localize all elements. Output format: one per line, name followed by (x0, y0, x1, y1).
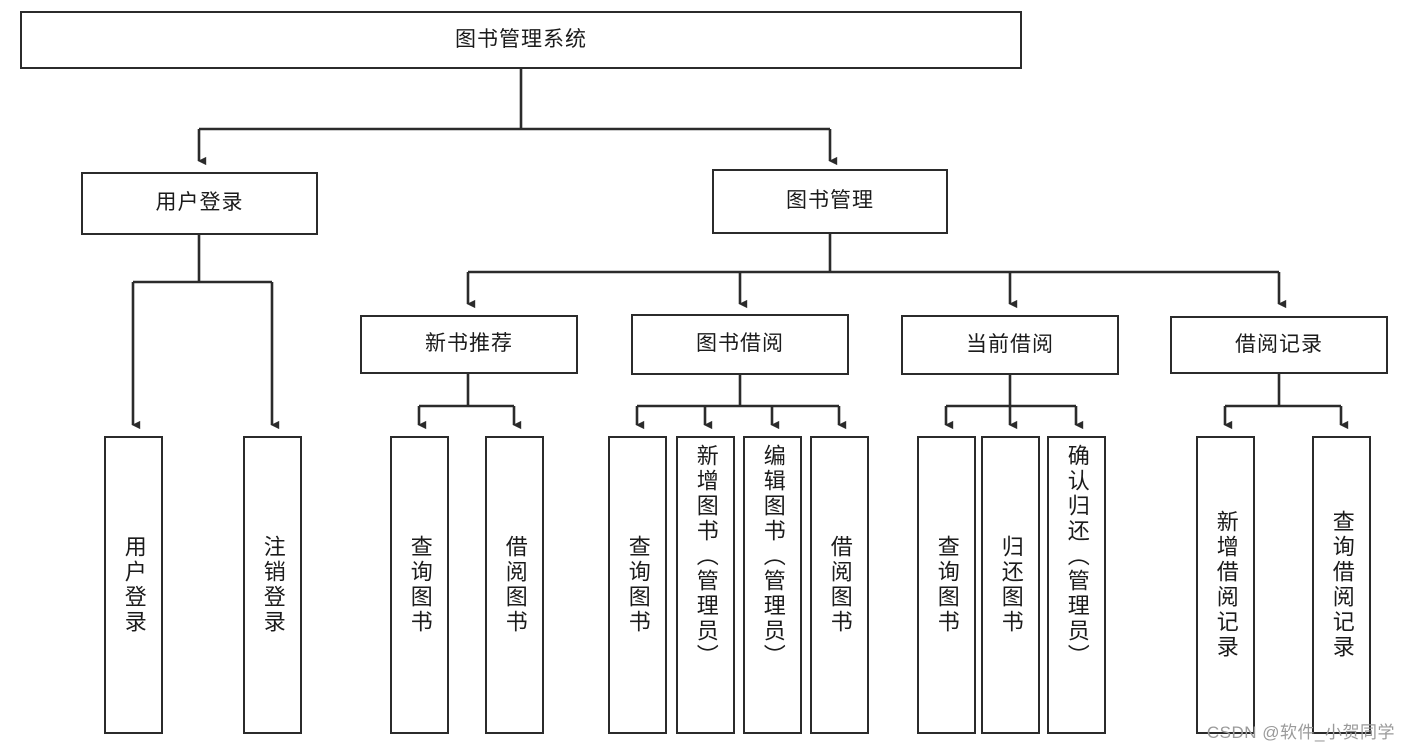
node-book-management[interactable]: 图书管理 (712, 169, 948, 234)
leaf-label: 编辑图书（管理员） (760, 444, 786, 669)
leaf-label: 注销登录 (260, 535, 286, 635)
leaf-user-login-logout[interactable]: 注销登录 (243, 436, 302, 734)
leaf-label: 查询图书 (407, 535, 433, 635)
leaf-book-borrow-query[interactable]: 查询图书 (608, 436, 667, 734)
leaf-user-login-login[interactable]: 用户登录 (104, 436, 163, 734)
node-current-borrow[interactable]: 当前借阅 (901, 315, 1119, 375)
node-label: 当前借阅 (966, 332, 1054, 356)
leaf-current-borrow-return[interactable]: 归还图书 (981, 436, 1040, 734)
node-new-book-recommend[interactable]: 新书推荐 (360, 315, 578, 374)
node-label: 新书推荐 (425, 332, 513, 356)
leaf-label: 查询图书 (625, 535, 651, 635)
leaf-current-borrow-confirm-return[interactable]: 确认归还（管理员） (1047, 436, 1106, 734)
leaf-book-borrow-edit[interactable]: 编辑图书（管理员） (743, 436, 802, 734)
node-borrow-record[interactable]: 借阅记录 (1170, 316, 1388, 374)
leaf-book-borrow-borrow[interactable]: 借阅图书 (810, 436, 869, 734)
node-label: 图书管理 (786, 189, 874, 213)
leaf-label: 查询图书 (934, 535, 960, 635)
leaf-borrow-record-query[interactable]: 查询借阅记录 (1312, 436, 1371, 734)
watermark: CSDN @软件_小贺同学 (1206, 723, 1395, 742)
leaf-new-book-query[interactable]: 查询图书 (390, 436, 449, 734)
leaf-label: 确认归还（管理员） (1064, 444, 1090, 669)
leaf-label: 查询借阅记录 (1329, 510, 1355, 660)
node-label: 图书借阅 (696, 332, 784, 356)
leaf-borrow-record-add[interactable]: 新增借阅记录 (1196, 436, 1255, 734)
node-root-system[interactable]: 图书管理系统 (20, 11, 1022, 69)
leaf-label: 借阅图书 (502, 535, 528, 635)
leaf-current-borrow-query[interactable]: 查询图书 (917, 436, 976, 734)
node-label: 图书管理系统 (455, 27, 587, 51)
leaf-book-borrow-add[interactable]: 新增图书（管理员） (676, 436, 735, 734)
leaf-label: 借阅图书 (827, 535, 853, 635)
leaf-label: 归还图书 (998, 535, 1024, 635)
node-book-borrow[interactable]: 图书借阅 (631, 314, 849, 375)
leaf-label: 新增图书（管理员） (693, 444, 719, 669)
leaf-label: 用户登录 (121, 535, 147, 635)
leaf-new-book-borrow[interactable]: 借阅图书 (485, 436, 544, 734)
node-user-login[interactable]: 用户登录 (81, 172, 318, 235)
node-label: 借阅记录 (1235, 332, 1323, 356)
leaf-label: 新增借阅记录 (1213, 510, 1239, 660)
node-label: 用户登录 (155, 191, 244, 215)
